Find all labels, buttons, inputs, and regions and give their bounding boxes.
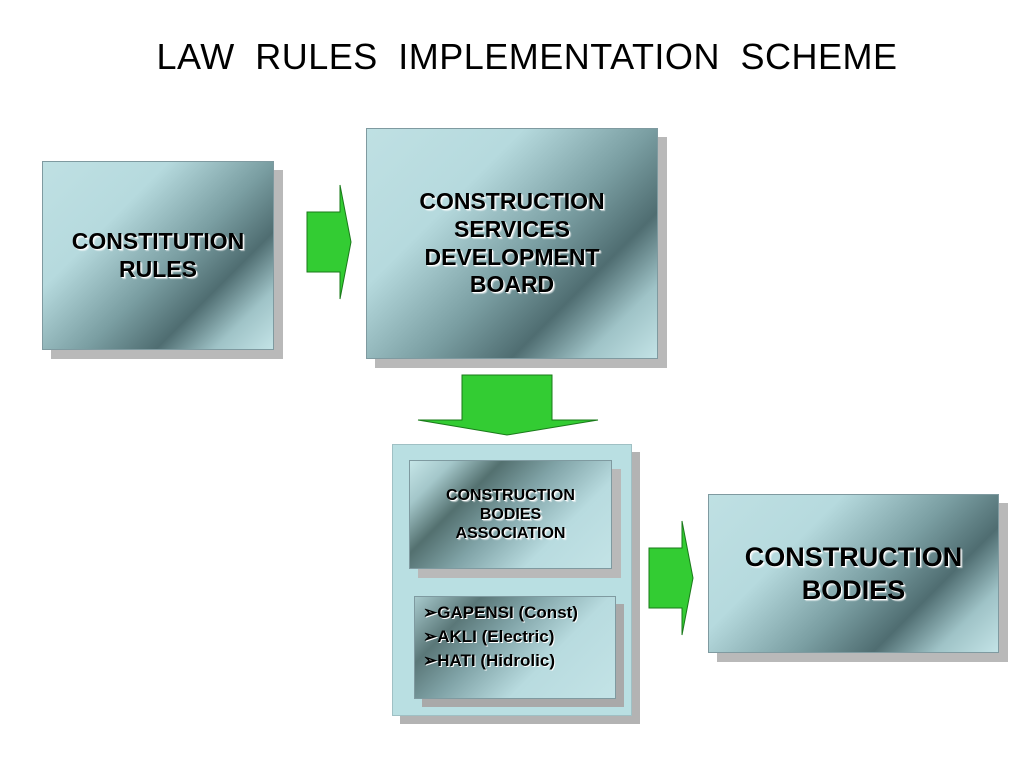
development-board-box: CONSTRUCTION SERVICES DEVELOPMENT BOARD <box>366 128 658 359</box>
association-members-list: ➢GAPENSI (Const) ➢AKLI (Electric) ➢HATI … <box>414 596 616 699</box>
arrow-right-icon <box>648 520 694 636</box>
construction-bodies-association-box: CONSTRUCTION BODIES ASSOCIATION <box>409 460 612 569</box>
construction-bodies-box: CONSTRUCTION BODIES <box>708 494 999 653</box>
constitution-rules-box: CONSTITUTION RULES <box>42 161 274 350</box>
box-text-line: BODIES <box>479 505 542 523</box>
box-text-line: BODIES <box>801 574 906 605</box>
list-item: ➢GAPENSI (Const) <box>423 603 578 622</box>
page-title: LAW RULES IMPLEMENTATION SCHEME <box>156 36 898 77</box>
box-text-line: RULES <box>119 255 197 282</box>
arrow-right-icon <box>306 184 352 300</box>
box-text-line: BOARD <box>469 271 555 298</box>
box-text-line: CONSTITUTION <box>71 227 245 254</box>
box-text-line: DEVELOPMENT <box>424 243 600 270</box>
box-text-line: CONSTRUCTION <box>744 542 963 573</box>
box-text-line: CONSTRUCTION <box>419 188 605 215</box>
list-item: ➢AKLI (Electric) <box>423 626 555 646</box>
list-item: ➢HATI (Hidrolic) <box>423 650 555 670</box>
arrow-down-icon <box>417 374 599 436</box>
box-text-line: ASSOCIATION <box>455 525 566 543</box>
box-text-line: SERVICES <box>454 215 570 242</box>
box-text-line: CONSTRUCTION <box>446 486 575 504</box>
